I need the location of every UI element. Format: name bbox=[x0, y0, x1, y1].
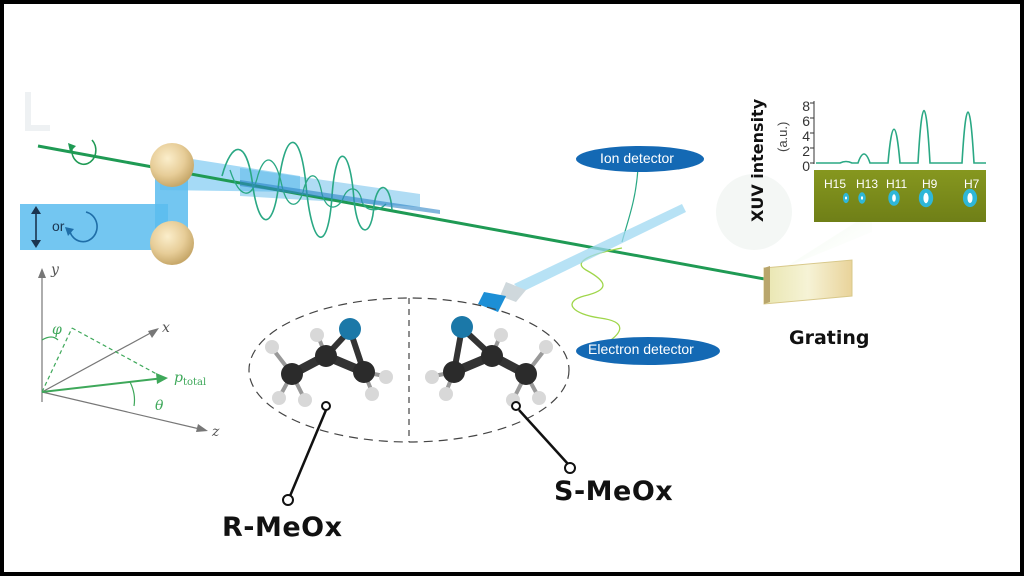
circular-polarization-icon-left bbox=[71, 139, 97, 166]
x-axis-label: x bbox=[162, 320, 170, 336]
harmonic-spot bbox=[967, 192, 973, 204]
ion-detector-label: Ion detector bbox=[600, 150, 674, 166]
r-meox-label: R-MeOx bbox=[222, 512, 343, 543]
circular-arrowhead-blue bbox=[65, 227, 74, 236]
harmonic-label-h9: H9 bbox=[922, 177, 938, 191]
xuv-plot bbox=[810, 101, 986, 222]
p-total-sub: total bbox=[182, 377, 207, 388]
xuv-yunit-text: (a.u.) bbox=[775, 121, 790, 152]
faint-halo bbox=[716, 174, 792, 250]
s-meox-molecule bbox=[425, 316, 553, 407]
lower-mirror bbox=[150, 221, 194, 265]
s-callout-dot bbox=[511, 401, 521, 411]
harmonic-label-h15: H15 bbox=[824, 177, 847, 191]
y-tick-6: 6 bbox=[802, 113, 810, 129]
harmonic-label-h13: H13 bbox=[856, 177, 879, 191]
harmonic-spots bbox=[842, 188, 978, 208]
electron-beam bbox=[514, 204, 686, 292]
y-tick-4: 4 bbox=[802, 128, 810, 144]
s-meox-label: S-MeOx bbox=[554, 476, 674, 507]
r-meox-molecule bbox=[265, 318, 393, 407]
blue-beam-upper bbox=[160, 154, 300, 192]
harmonic-spot bbox=[845, 196, 847, 200]
circular-arrowhead-left bbox=[68, 143, 76, 152]
blue-streak bbox=[240, 180, 440, 214]
xuv-ylabel: XUV intensity bbox=[748, 99, 767, 222]
y-tick-0: 0 bbox=[802, 158, 810, 174]
upper-mirror bbox=[150, 143, 194, 187]
grating-block bbox=[763, 259, 853, 305]
xuv-ylabel-text: XUV intensity bbox=[748, 98, 767, 222]
electric-field-wave-1 bbox=[221, 141, 393, 238]
electron-detector bbox=[576, 337, 720, 365]
grating-edge bbox=[764, 266, 770, 304]
linear-arrow-top bbox=[31, 206, 41, 214]
electron-cone bbox=[500, 282, 526, 302]
ion-detector bbox=[576, 146, 704, 172]
harmonic-spot bbox=[923, 192, 929, 204]
xuv-yunit: (a.u.) bbox=[775, 122, 790, 152]
xuv-spectrum-line bbox=[816, 110, 986, 164]
y-tick-8: 8 bbox=[802, 98, 810, 114]
r-callout-end bbox=[282, 494, 294, 506]
figure-frame: Ion detector Electron detector Grating R… bbox=[4, 4, 1020, 572]
spectrum-image bbox=[814, 170, 986, 222]
faint-bracket-shape bbox=[25, 92, 50, 131]
y-axis-label: y bbox=[51, 262, 59, 278]
phi-label: φ bbox=[52, 322, 62, 338]
s-callout-line bbox=[518, 409, 569, 465]
setup-diagram bbox=[20, 92, 986, 506]
circular-polarization-icon-blue bbox=[69, 211, 98, 243]
y-tick-2: 2 bbox=[802, 143, 810, 159]
r-callout-dot bbox=[321, 401, 331, 411]
blue-input-beam bbox=[20, 204, 168, 250]
coordinate-axes bbox=[38, 268, 208, 432]
theta-label: θ bbox=[155, 398, 164, 414]
s-callout-end bbox=[564, 462, 576, 474]
harmonic-spot bbox=[892, 194, 896, 202]
linear-arrow-bottom bbox=[31, 240, 41, 248]
z-axis-label: z bbox=[212, 424, 220, 440]
or-label: or bbox=[52, 218, 65, 234]
xuv-light-fan bbox=[784, 212, 872, 268]
electron-detector-label: Electron detector bbox=[588, 341, 694, 357]
harmonic-label-h11: H11 bbox=[886, 177, 908, 191]
harmonic-label-h7: H7 bbox=[964, 177, 980, 191]
p-total-label: ptotal bbox=[174, 370, 206, 388]
ion-cone bbox=[478, 292, 506, 312]
electric-field-wave-2 bbox=[229, 159, 387, 211]
p-total-main: p bbox=[174, 370, 183, 386]
harmonic-spot bbox=[861, 196, 863, 200]
grating-label: Grating bbox=[789, 327, 870, 349]
r-callout-line bbox=[288, 409, 328, 497]
